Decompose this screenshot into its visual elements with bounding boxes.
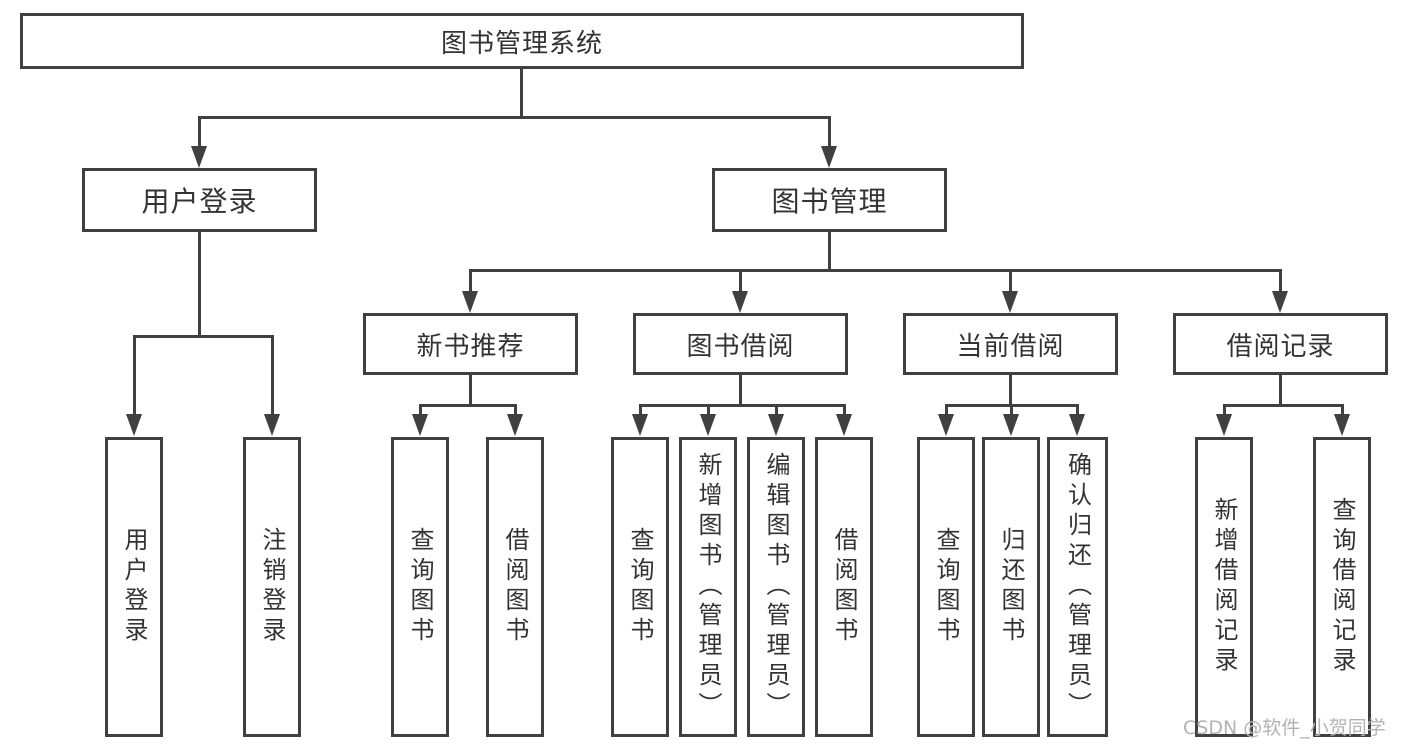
connector-line bbox=[828, 116, 831, 148]
arrowhead-down-icon bbox=[462, 291, 478, 313]
arrowhead-down-icon bbox=[732, 291, 748, 313]
connector-line bbox=[133, 335, 274, 338]
connector-line bbox=[469, 375, 472, 406]
connector-line bbox=[639, 404, 846, 407]
leaf-label: 新增图书（管理员） bbox=[694, 452, 722, 722]
connector-line bbox=[198, 116, 831, 119]
node-user-login: 用户登录 bbox=[82, 168, 317, 232]
connector-line bbox=[419, 404, 517, 407]
arrowhead-down-icon bbox=[821, 146, 837, 168]
arrowhead-down-icon bbox=[264, 414, 280, 436]
node-book-borrow: 图书借阅 bbox=[633, 313, 848, 375]
leaf-label: 借阅图书 bbox=[501, 527, 529, 647]
leaf-add-books-admin: 新增图书（管理员） bbox=[679, 437, 737, 737]
node-label: 图书管理系统 bbox=[440, 28, 603, 59]
leaf-query-borrow-record: 查询借阅记录 bbox=[1313, 437, 1371, 737]
connector-line bbox=[514, 404, 517, 416]
leaf-query-books-recommend: 查询图书 bbox=[391, 437, 449, 737]
leaf-borrow-books-recommend: 借阅图书 bbox=[486, 437, 544, 737]
leaf-return-books: 归还图书 bbox=[982, 437, 1040, 737]
connector-line bbox=[1223, 404, 1344, 407]
connector-line bbox=[198, 116, 201, 148]
arrowhead-down-icon bbox=[700, 414, 716, 436]
leaf-label: 归还图书 bbox=[997, 527, 1025, 647]
leaf-confirm-return-admin: 确认归还（管理员） bbox=[1047, 437, 1108, 737]
arrowhead-down-icon bbox=[1272, 291, 1288, 313]
arrowhead-down-icon bbox=[938, 414, 954, 436]
arrowhead-down-icon bbox=[507, 414, 523, 436]
arrowhead-down-icon bbox=[191, 146, 207, 168]
connector-line bbox=[775, 404, 778, 416]
connector-line bbox=[1223, 404, 1226, 416]
connector-line bbox=[198, 232, 201, 337]
connector-line bbox=[1010, 404, 1013, 416]
connector-line bbox=[1279, 269, 1282, 293]
connector-line bbox=[271, 335, 274, 415]
node-borrow-records: 借阅记录 bbox=[1173, 313, 1388, 375]
connector-line bbox=[828, 232, 831, 271]
leaf-label: 注销登录 bbox=[258, 527, 286, 647]
connector-line bbox=[739, 269, 742, 293]
leaf-add-borrow-record: 新增借阅记录 bbox=[1195, 437, 1253, 737]
leaf-label: 借阅图书 bbox=[830, 527, 858, 647]
arrowhead-down-icon bbox=[126, 414, 142, 436]
leaf-label: 查询图书 bbox=[406, 527, 434, 647]
arrowhead-down-icon bbox=[1334, 414, 1350, 436]
connector-line bbox=[520, 69, 523, 117]
node-root-library-system: 图书管理系统 bbox=[20, 13, 1024, 69]
leaf-label: 用户登录 bbox=[120, 527, 148, 647]
connector-line bbox=[1009, 375, 1012, 406]
leaf-borrow-books: 借阅图书 bbox=[815, 437, 873, 737]
node-book-management: 图书管理 bbox=[712, 168, 947, 232]
leaf-label: 查询借阅记录 bbox=[1328, 497, 1356, 677]
connector-line bbox=[133, 335, 136, 415]
node-label: 图书借阅 bbox=[686, 331, 795, 362]
connector-line bbox=[469, 269, 472, 293]
arrowhead-down-icon bbox=[1003, 414, 1019, 436]
connector-line bbox=[739, 375, 742, 406]
leaf-logout: 注销登录 bbox=[243, 437, 301, 737]
connector-line bbox=[1009, 269, 1012, 293]
node-current-borrow: 当前借阅 bbox=[903, 313, 1118, 375]
leaf-label: 编辑图书（管理员） bbox=[762, 452, 790, 722]
leaf-label: 确认归还（管理员） bbox=[1063, 452, 1092, 722]
leaf-label: 查询图书 bbox=[932, 527, 960, 647]
node-label: 借阅记录 bbox=[1226, 331, 1335, 362]
arrowhead-down-icon bbox=[836, 414, 852, 436]
connector-line bbox=[945, 404, 948, 416]
leaf-query-books-current: 查询图书 bbox=[917, 437, 975, 737]
node-label: 图书管理 bbox=[771, 185, 888, 218]
connector-line bbox=[639, 404, 642, 416]
arrowhead-down-icon bbox=[632, 414, 648, 436]
connector-line bbox=[1341, 404, 1344, 416]
arrowhead-down-icon bbox=[768, 414, 784, 436]
arrowhead-down-icon bbox=[412, 414, 428, 436]
leaf-query-books-borrow: 查询图书 bbox=[611, 437, 669, 737]
leaf-label: 查询图书 bbox=[626, 527, 654, 647]
connector-line bbox=[707, 404, 710, 416]
node-label: 新书推荐 bbox=[416, 331, 525, 362]
leaf-user-login: 用户登录 bbox=[105, 437, 163, 737]
leaf-edit-books-admin: 编辑图书（管理员） bbox=[747, 437, 805, 737]
connector-line bbox=[1076, 404, 1079, 416]
arrowhead-down-icon bbox=[1216, 414, 1232, 436]
node-label: 用户登录 bbox=[141, 185, 258, 218]
connector-line bbox=[843, 404, 846, 416]
arrowhead-down-icon bbox=[1002, 291, 1018, 313]
leaf-label: 新增借阅记录 bbox=[1210, 497, 1238, 677]
connector-line bbox=[1279, 375, 1282, 406]
arrowhead-down-icon bbox=[1069, 414, 1085, 436]
connector-line bbox=[419, 404, 422, 416]
node-label: 当前借阅 bbox=[956, 331, 1065, 362]
csdn-watermark: CSDN @软件_小贺同学 bbox=[1183, 717, 1386, 739]
node-new-book-recommend: 新书推荐 bbox=[363, 313, 578, 375]
connector-line bbox=[469, 269, 1282, 272]
